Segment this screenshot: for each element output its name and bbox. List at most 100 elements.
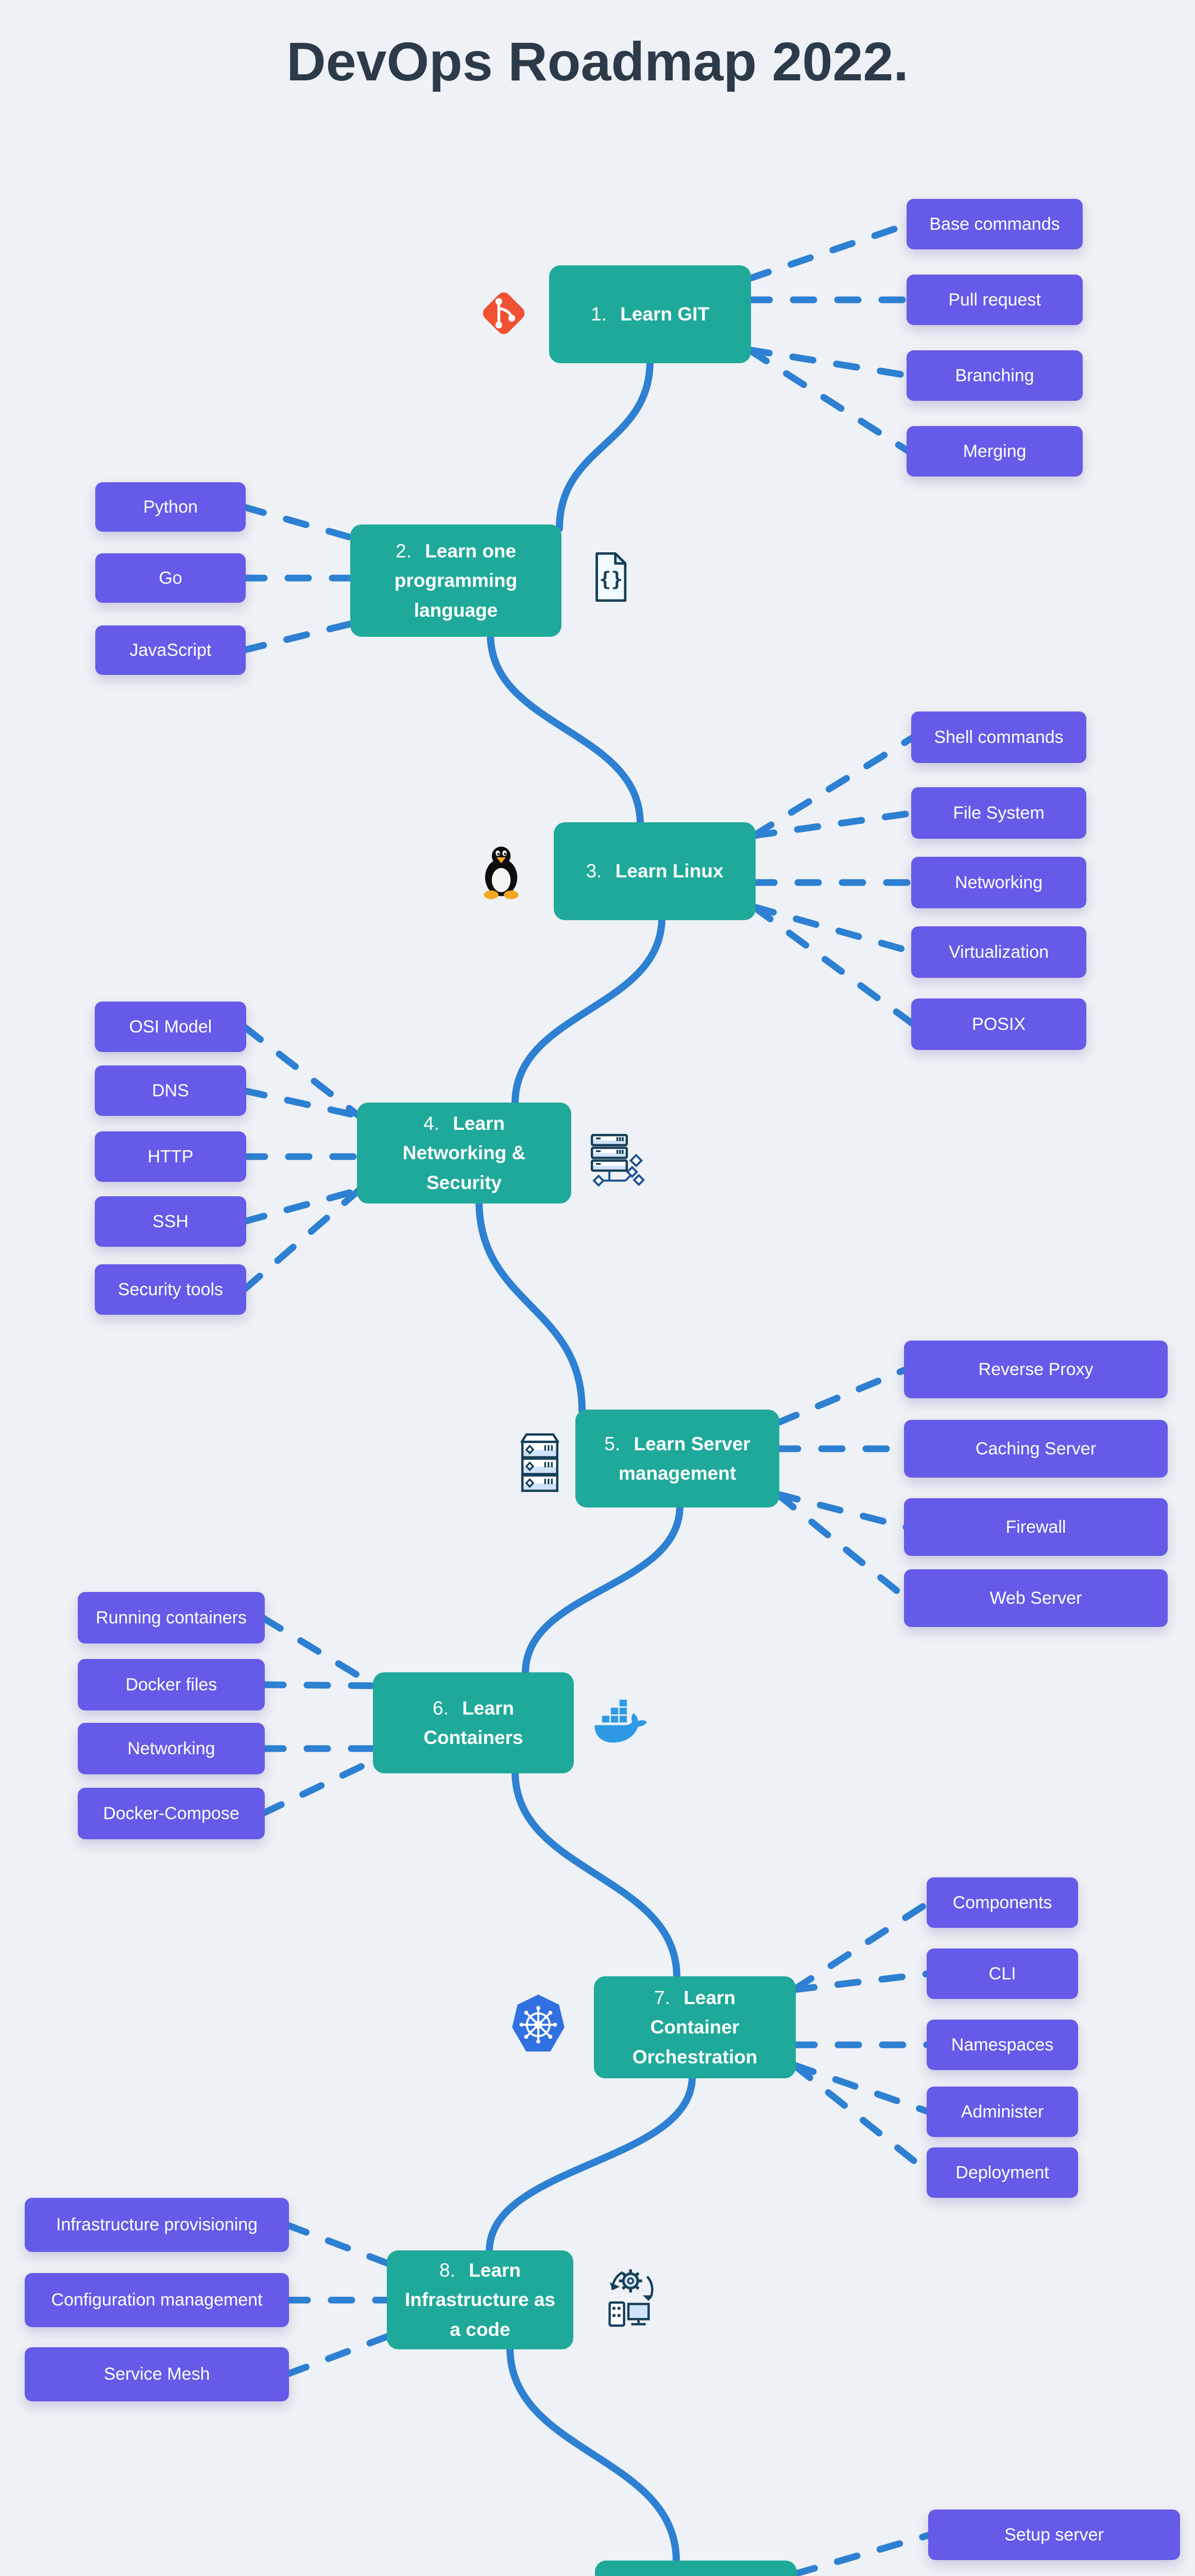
network-security-icon [583, 1126, 650, 1193]
topic-box: Administer [927, 2087, 1078, 2137]
dashed-connector [240, 503, 356, 541]
topic-box: Setup server [928, 2510, 1180, 2560]
step-box-3: 3. Learn Linux [554, 822, 756, 920]
step-text: 7. Learn Container Orchestration [608, 1983, 781, 2072]
topic-box: Infrastructure provisioning [25, 2198, 289, 2252]
topic-box: OSI Model [95, 1002, 246, 1052]
step-box-5: 5. Learn Server management [575, 1410, 779, 1507]
topic-box: Networking [78, 1723, 265, 1774]
roadmap-path-segment [475, 1197, 586, 1414]
step-label: Learn Container Orchestration [632, 1987, 758, 2067]
git-icon [473, 282, 535, 344]
dashed-connector [259, 1681, 379, 1689]
step-box-4: 4. Learn Networking & Security [357, 1103, 571, 1204]
linux-tux-icon [468, 837, 535, 904]
step-number: 7. [654, 1987, 670, 2008]
step-number: 2. [396, 540, 412, 562]
step-text: 8. Learn Infrastructure as a code [401, 2256, 559, 2344]
topic-box: Pull request [907, 275, 1083, 325]
topic-box: Firewall [904, 1498, 1168, 1556]
dashed-connector [745, 346, 912, 379]
step-text: 1. Learn GIT [591, 299, 709, 329]
dashed-connector [241, 1187, 363, 1225]
dashed-connector [283, 2222, 392, 2267]
topic-box: Deployment [927, 2147, 1078, 2198]
dashed-connector [774, 1366, 910, 1427]
topic-box: Virtualization [911, 926, 1086, 978]
dashed-connector [745, 346, 912, 455]
roadmap-path-segment [511, 913, 665, 1107]
server-rack-icon [506, 1429, 573, 1496]
dashed-connector [283, 2332, 392, 2378]
roadmap-path-segment [511, 1768, 680, 1981]
topic-box: Web Server [904, 1569, 1168, 1627]
dashed-connector [790, 1970, 932, 1993]
code-file-icon: {} [579, 546, 641, 608]
topic-box: Docker-Compose [78, 1788, 265, 1839]
topic-box: Python [95, 482, 246, 532]
dashed-connector [750, 734, 917, 839]
step-box-7: 7. Learn Container Orchestration [594, 1976, 796, 2078]
topic-box: HTTP [95, 1131, 246, 1182]
step-text: 3. Learn Linux [586, 856, 724, 886]
step-text: 4. Learn Networking & Security [371, 1109, 557, 1197]
roadmap-path-segment [506, 2344, 680, 2565]
topic-box: Running containers [78, 1592, 265, 1643]
topic-box: Go [95, 553, 246, 603]
topic-box: Base commands [907, 199, 1083, 249]
step-text: 2. Learn one programming language [365, 536, 547, 625]
step-box-8: 8. Learn Infrastructure as a code [387, 2250, 573, 2349]
step-text: 6. Learn Containers [387, 1693, 559, 1753]
topic-box: Configuration management [25, 2273, 289, 2327]
dashed-connector [241, 1087, 363, 1120]
step-box-9: 9. Learn CI/CD [595, 2561, 797, 2576]
topic-box: Security tools [95, 1264, 246, 1315]
dashed-connector [791, 2531, 934, 2576]
dashed-connector [750, 903, 917, 956]
step-label: Learn Infrastructure as a code [405, 2259, 555, 2340]
topic-box: Namespaces [927, 2020, 1078, 2070]
step-label: Learn Networking & Security [402, 1112, 526, 1193]
dashed-connector [745, 221, 912, 282]
step-box-2: 2. Learn one programming language [350, 524, 561, 637]
dashed-connector [240, 620, 356, 654]
step-text: 5. Learn Server management [590, 1429, 765, 1488]
roadmap-path-segment [487, 630, 644, 828]
docker-whale-icon [587, 1688, 654, 1755]
step-box-1: 1. Learn GIT [549, 265, 751, 363]
step-number: 5. [604, 1433, 621, 1454]
dashed-connector [790, 2061, 932, 2176]
step-label: Learn Linux [615, 860, 724, 882]
dashed-connector [774, 1490, 910, 1602]
step-number: 3. [586, 860, 602, 882]
step-number: 4. [423, 1112, 439, 1134]
topic-box: Branching [907, 350, 1083, 401]
topic-box: SSH [95, 1196, 246, 1247]
dashed-connector [750, 903, 917, 1028]
topic-box: Components [927, 1877, 1078, 1928]
topic-box: DNS [95, 1065, 246, 1116]
dashed-connector [750, 809, 917, 839]
dashed-connector [259, 1614, 379, 1689]
roadmap-path-segment [556, 357, 654, 532]
roadmap-path-segment [522, 1502, 684, 1677]
page-title: DevOps Roadmap 2022. [286, 31, 909, 92]
dashed-connector [790, 2061, 932, 2115]
topic-box: Caching Server [904, 1420, 1168, 1478]
topic-box: Shell commands [911, 711, 1086, 763]
topic-box: File System [911, 787, 1086, 839]
topic-box: CLI [927, 1948, 1078, 1999]
topic-box: JavaScript [95, 625, 246, 675]
dashed-connector [790, 1899, 932, 1993]
step-box-6: 6. Learn Containers [373, 1672, 574, 1773]
topic-box: Docker files [78, 1659, 265, 1710]
step-label: Learn one programming language [394, 540, 518, 621]
automation-gear-icon [592, 2261, 664, 2333]
step-number: 6. [433, 1697, 449, 1719]
topic-box: Reverse Proxy [904, 1341, 1168, 1398]
dashed-connector [774, 1490, 910, 1531]
topic-box: Service Mesh [25, 2347, 289, 2401]
roadmap-path-segment [486, 2073, 696, 2255]
step-label: Learn Containers [423, 1697, 523, 1748]
